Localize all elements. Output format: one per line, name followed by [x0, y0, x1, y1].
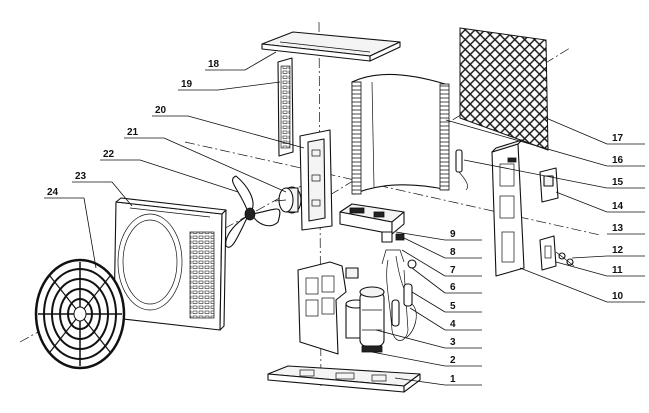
- callout-12: 12: [612, 245, 624, 256]
- callout-6: 6: [450, 282, 456, 293]
- motor-bracket: [299, 129, 333, 231]
- callout-23: 23: [75, 171, 87, 182]
- fan-blade: [225, 175, 281, 248]
- callout-1: 1: [450, 374, 456, 385]
- valve-cover: [539, 235, 575, 271]
- callout-15: 15: [612, 177, 624, 188]
- leader-lines: [44, 51, 645, 386]
- callout-2: 2: [450, 355, 456, 366]
- condenser-coil: [351, 73, 450, 195]
- compressor: [345, 286, 385, 353]
- callout-13: 13: [612, 223, 624, 234]
- callout-17: 17: [612, 133, 624, 144]
- right-side-panel: [491, 139, 525, 277]
- fan-motor: [274, 186, 302, 214]
- top-cover: [261, 31, 401, 62]
- callout-14: 14: [612, 201, 624, 212]
- callout-18: 18: [208, 59, 220, 70]
- electric-control-box: [339, 203, 405, 243]
- callout-9: 9: [450, 229, 456, 240]
- side-louver-strip: [277, 57, 294, 157]
- front-panel: [113, 197, 227, 331]
- callout-22: 22: [103, 149, 115, 160]
- callout-11: 11: [612, 265, 623, 276]
- callout-24: 24: [47, 187, 59, 198]
- front-fan-grille: [34, 258, 126, 370]
- callout-19: 19: [181, 79, 193, 90]
- callout-4: 4: [450, 319, 456, 330]
- rear-mesh-grille: [459, 27, 549, 151]
- callout-7: 7: [450, 265, 456, 276]
- callout-20: 20: [155, 105, 167, 116]
- callout-3: 3: [450, 337, 456, 348]
- callout-8: 8: [450, 247, 456, 258]
- handle: [539, 167, 559, 203]
- callout-labels: 1 2 3 4 5 6 7 8 9 10 11 12 13 14 15 16 1…: [47, 59, 624, 385]
- callout-10: 10: [612, 291, 624, 302]
- callout-5: 5: [450, 301, 456, 312]
- callout-16: 16: [612, 155, 624, 166]
- temperature-sensor: [455, 149, 468, 191]
- callout-21: 21: [127, 127, 139, 138]
- refrigerant-piping: [381, 249, 417, 341]
- partition-board: [297, 261, 359, 355]
- base-chassis: [267, 365, 421, 393]
